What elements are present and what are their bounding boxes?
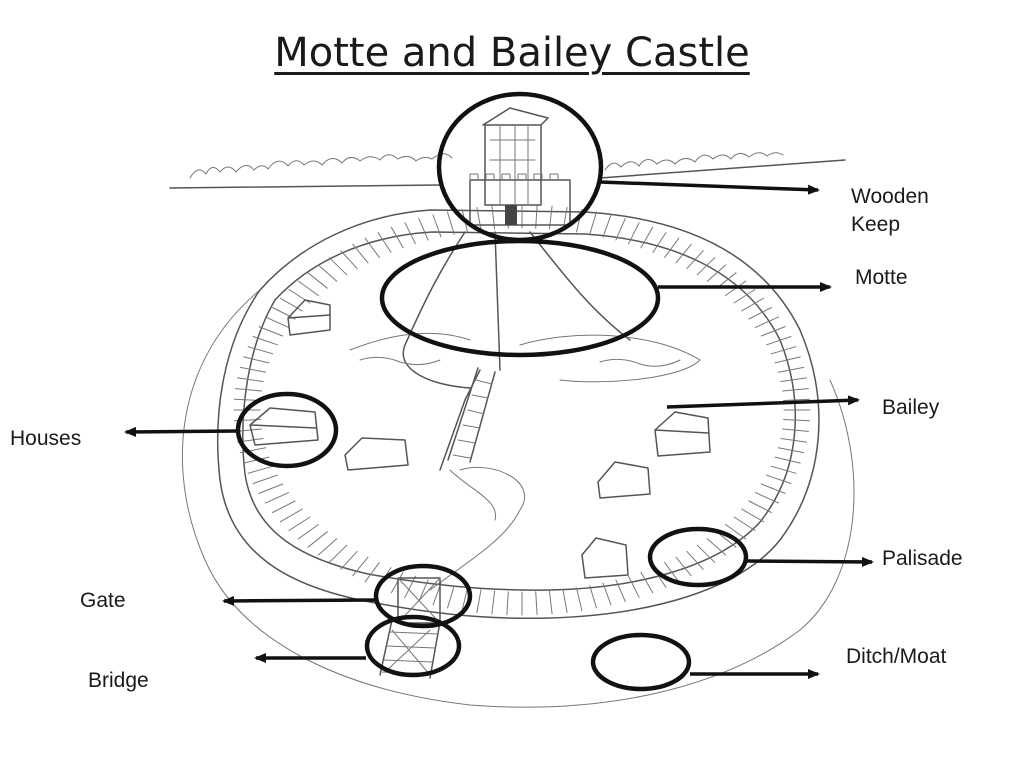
label-houses: Houses <box>10 427 82 450</box>
label-gate: Gate <box>80 589 126 612</box>
label-bailey: Bailey <box>882 396 940 419</box>
gate-and-bridge <box>379 577 441 679</box>
motte-bridge <box>447 367 496 463</box>
leader-arrows <box>124 180 874 679</box>
label-ditch-moat: Ditch/Moat <box>846 645 947 668</box>
highlight-circles <box>235 91 749 692</box>
label-motte: Motte <box>855 266 908 289</box>
label-wooden-keep: Wooden Keep <box>851 185 929 236</box>
label-bridge: Bridge <box>88 669 149 692</box>
horizon-treeline <box>169 152 846 189</box>
wooden-keep <box>469 107 571 226</box>
ditch-outline <box>181 289 855 708</box>
house-sketches <box>249 299 711 579</box>
bailey-path <box>429 466 526 591</box>
motte-mound <box>349 231 701 471</box>
label-palisade: Palisade <box>882 547 963 570</box>
page-title: Motte and Bailey Castle <box>274 30 750 76</box>
